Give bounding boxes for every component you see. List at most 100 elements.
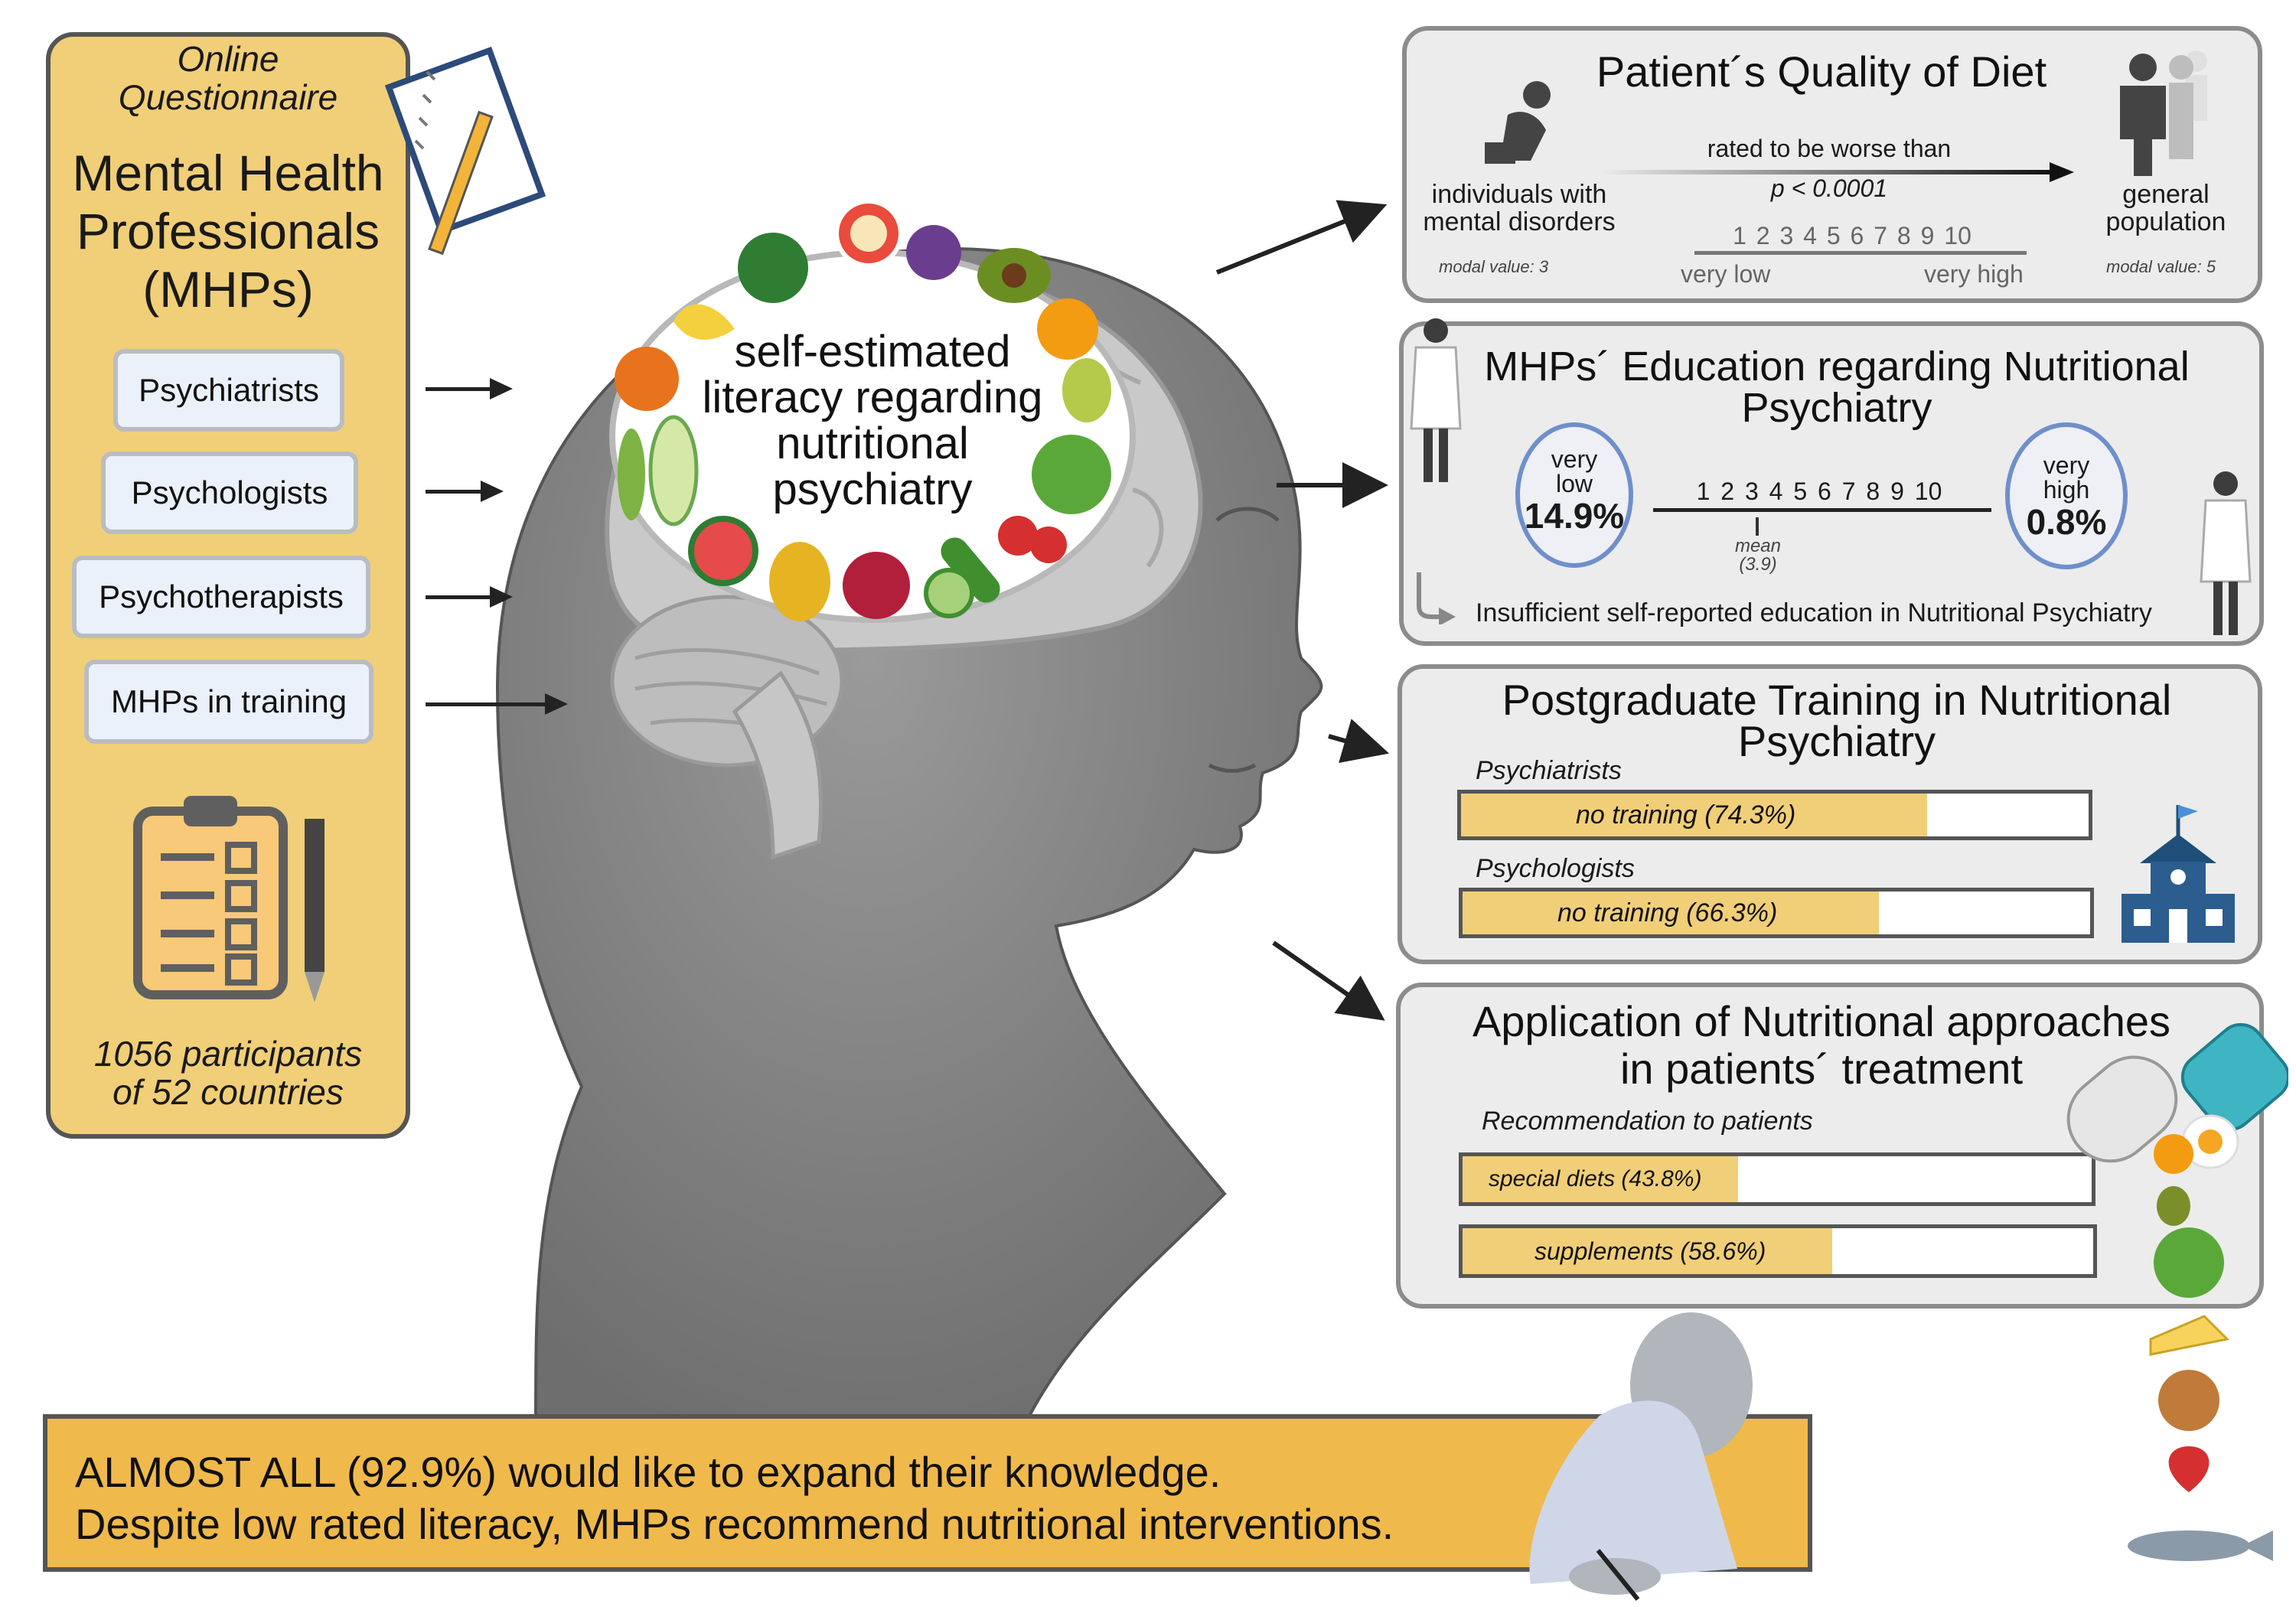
quality-right-modal: modal value: 5 bbox=[2106, 257, 2216, 276]
application-bar-supplements: supplements (58.6%) bbox=[1459, 1224, 2097, 1278]
education-title: MHPs´ Education regarding Nutritional Ps… bbox=[1454, 346, 2219, 429]
notebook-icon bbox=[384, 46, 546, 256]
writing-person-icon bbox=[1529, 1312, 1753, 1601]
role-psychotherapists: Psychotherapists bbox=[72, 556, 370, 638]
very-high-label-2: high bbox=[2043, 476, 2090, 504]
training-bar-fill-psychiatrists bbox=[1461, 794, 1928, 836]
questionnaire-line-1: Online bbox=[177, 39, 279, 79]
literacy-line-3: nutritional bbox=[776, 419, 969, 468]
very-low-label-2: low bbox=[1555, 470, 1593, 497]
very-low-value: 14.9% bbox=[1524, 496, 1625, 536]
comparison-arrow bbox=[1600, 162, 2074, 182]
left-group-line-2: mental disorders bbox=[1423, 207, 1616, 236]
mean-label: mean bbox=[1734, 536, 1782, 556]
quality-scale-low: very low bbox=[1681, 260, 1771, 288]
very-high-circle: very high 0.8% bbox=[2005, 422, 2128, 569]
role-psychologists: Psychologists bbox=[101, 451, 358, 534]
training-bar-label-psychiatrists: no training (74.3%) bbox=[1576, 800, 1796, 830]
questionnaire-label: Online Questionnaire bbox=[46, 40, 410, 116]
very-high-label-1: very bbox=[2043, 451, 2090, 479]
application-bar-label-supplements: supplements (58.6%) bbox=[1534, 1237, 1766, 1265]
arrowhead-psychiatrists bbox=[490, 378, 513, 399]
training-bar-label-psychologists: no training (66.3%) bbox=[1557, 898, 1778, 927]
education-title-line-2: Psychiatry bbox=[1741, 385, 1932, 431]
quality-title: Patient´s Quality of Diet bbox=[1596, 47, 2047, 96]
application-bar-fill-supplements bbox=[1463, 1228, 1832, 1274]
very-low-label-1: very bbox=[1551, 445, 1598, 473]
training-title: Postgraduate Training in Nutritional Psy… bbox=[1454, 676, 2219, 765]
sad-person-icon bbox=[1485, 81, 1551, 164]
quality-panel bbox=[1402, 26, 2262, 303]
training-group-psychiatrists: Psychiatrists bbox=[1476, 756, 1622, 785]
training-title-line-2: Psychiatry bbox=[1737, 717, 1936, 765]
quality-right-group: general population bbox=[2074, 181, 2258, 236]
education-scale: 1 2 3 4 5 6 7 8 9 10 bbox=[1696, 478, 1942, 505]
literacy-line-1: self-estimated bbox=[734, 327, 1011, 376]
application-title: Application of Nutritional approaches in… bbox=[1439, 998, 2204, 1093]
arrowhead-psychotherapists bbox=[490, 586, 513, 608]
literacy-text: self-estimated literacy regarding nutrit… bbox=[673, 329, 1071, 513]
mean-value: (3.9) bbox=[1739, 554, 1777, 575]
application-bar-label-special-diets: special diets (43.8%) bbox=[1489, 1166, 1702, 1191]
bottom-text: ALMOST ALL (92.9%) would like to expand … bbox=[75, 1446, 1759, 1550]
doctor-icon-left bbox=[1410, 318, 1462, 482]
bottom-line-1: ALMOST ALL (92.9%) would like to expand … bbox=[75, 1448, 1221, 1496]
literacy-line-4: psychiatry bbox=[772, 464, 973, 514]
school-icon bbox=[2122, 805, 2235, 943]
arrow-psychiatrists bbox=[426, 387, 494, 391]
literacy-line-2: literacy regarding bbox=[702, 373, 1043, 422]
application-title-line-1: Application of Nutritional approaches bbox=[1472, 997, 2171, 1045]
application-bar-fill-special-diets bbox=[1463, 1156, 1739, 1202]
training-bar-psychiatrists: no training (74.3%) bbox=[1457, 790, 2092, 840]
role-psychiatrists: Psychiatrists bbox=[113, 349, 344, 432]
quality-left-modal: modal value: 3 bbox=[1439, 257, 1549, 276]
quality-scale-high: very high bbox=[1924, 260, 2024, 288]
conclusion-arrow-icon bbox=[1417, 572, 1456, 624]
application-bar-special-diets: special diets (43.8%) bbox=[1459, 1152, 2095, 1206]
mhp-title: Mental Health Professionals (MHPs) bbox=[46, 144, 410, 318]
participants-line-1: 1056 participants bbox=[93, 1034, 363, 1074]
training-bar-fill-psychologists bbox=[1463, 892, 1879, 934]
education-scale-line bbox=[1653, 508, 1991, 512]
training-group-psychologists: Psychologists bbox=[1476, 854, 1635, 883]
application-subtitle: Recommendation to patients bbox=[1482, 1107, 1813, 1136]
very-high-value: 0.8% bbox=[2026, 502, 2107, 542]
mhp-title-line-2: Professionals bbox=[76, 203, 380, 259]
capsule-and-foods-icon bbox=[2066, 1022, 2288, 1561]
left-group-line-1: individuals with bbox=[1431, 180, 1607, 209]
arrow-psychotherapists bbox=[426, 595, 494, 599]
general-population-icon bbox=[2120, 51, 2207, 176]
participants-text: 1056 participants of 52 countries bbox=[46, 1035, 410, 1111]
education-conclusion: Insufficient self-reported education in … bbox=[1476, 598, 2152, 627]
quality-scale-line bbox=[1694, 251, 2027, 255]
participants-line-2: of 52 countries bbox=[113, 1072, 344, 1112]
right-group-line-2: population bbox=[2105, 207, 2226, 236]
training-bar-psychologists: no training (66.3%) bbox=[1459, 888, 2094, 938]
right-group-line-1: general bbox=[2122, 180, 2210, 209]
mhp-title-line-1: Mental Health bbox=[72, 145, 384, 201]
brainstem bbox=[732, 670, 823, 860]
doctor-icon-right bbox=[2200, 471, 2252, 635]
role-mhps-in-training: MHPs in training bbox=[84, 660, 373, 744]
education-title-line-1: MHPs´ Education regarding Nutritional bbox=[1484, 344, 2190, 390]
mhp-title-line-3: (MHPs) bbox=[142, 261, 314, 318]
comparison-text: rated to be worse than bbox=[1707, 135, 1952, 162]
quality-left-group: individuals with mental disorders bbox=[1408, 181, 1630, 236]
arrowhead-mhps-in-training bbox=[545, 693, 568, 715]
bottom-banner bbox=[43, 1414, 1812, 1572]
food-ring-icons bbox=[615, 199, 1111, 621]
arrow-psychologists bbox=[426, 490, 484, 494]
mean-marker bbox=[1756, 517, 1759, 536]
questionnaire-line-2: Questionnaire bbox=[118, 77, 338, 117]
arrowhead-psychologists bbox=[481, 481, 504, 502]
p-value: p < 0.0001 bbox=[1770, 174, 1888, 202]
application-title-line-2: in patients´ treatment bbox=[1619, 1045, 2024, 1093]
quality-scale: 1 2 3 4 5 6 7 8 9 10 bbox=[1733, 222, 1971, 249]
training-title-line-1: Postgraduate Training in Nutritional bbox=[1502, 676, 2172, 724]
very-low-circle: very low 14.9% bbox=[1515, 422, 1633, 568]
bottom-line-2: Despite low rated literacy, MHPs recomme… bbox=[75, 1500, 1394, 1548]
clipboard-icon bbox=[133, 796, 325, 1002]
arrow-mhps-in-training bbox=[426, 702, 548, 706]
